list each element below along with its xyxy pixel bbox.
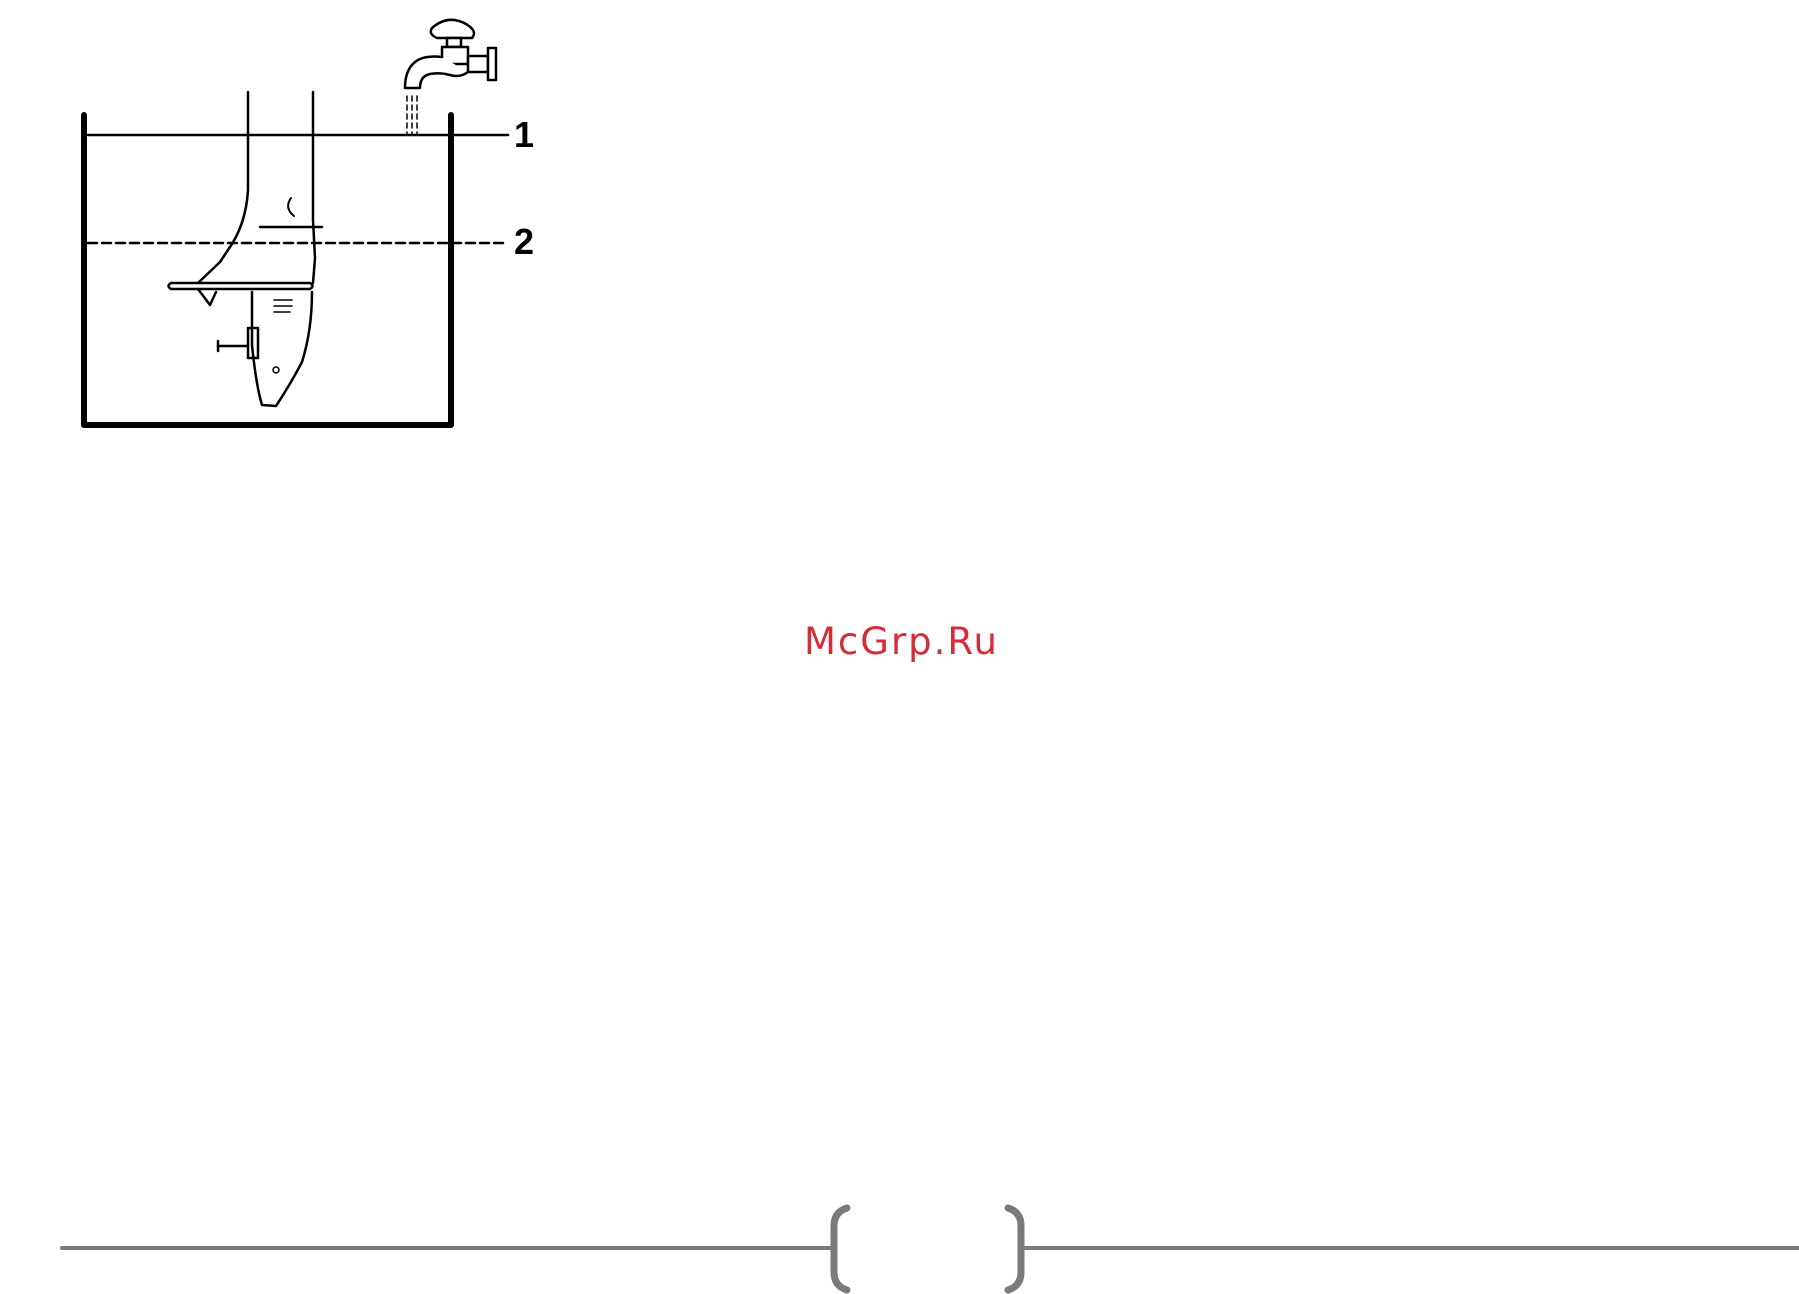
tank-outline — [84, 115, 451, 425]
footer-bracket-right — [1008, 1208, 1021, 1290]
footer-bracket-left — [834, 1208, 847, 1290]
water-stream — [407, 96, 417, 134]
outboard-lower-unit — [169, 92, 323, 406]
water-faucet-icon — [405, 20, 496, 88]
flushing-tank-illustration — [0, 0, 560, 440]
callout-label-2: 2 — [514, 224, 534, 260]
watermark-text: McGrp.Ru — [804, 623, 999, 660]
page-footer — [0, 1200, 1799, 1294]
callout-label-1: 1 — [514, 117, 534, 153]
